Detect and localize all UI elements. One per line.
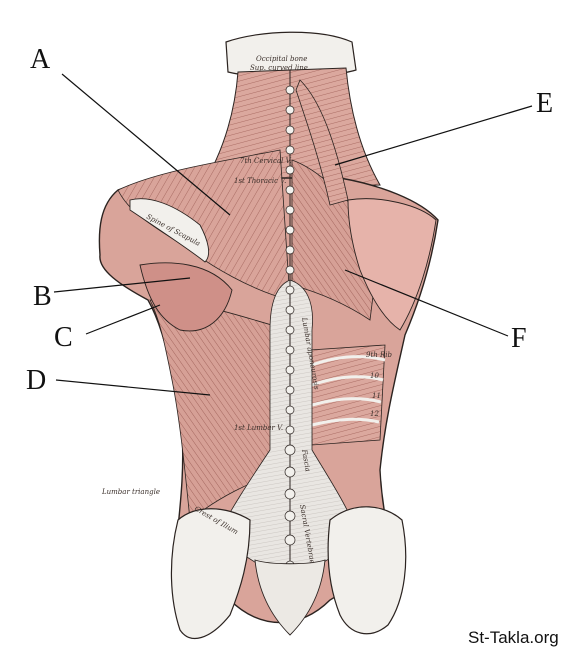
- sacrum: [254, 559, 326, 636]
- teres-left: [139, 262, 233, 332]
- label-fascia: Fascia: [300, 448, 312, 473]
- leader-d: [55, 379, 211, 396]
- label-tenth-rib: 10: [370, 372, 379, 380]
- scapula-left: [129, 198, 210, 263]
- leader-e: [334, 105, 533, 166]
- label-seventh-cervical: 7th Cervical V.: [240, 157, 292, 165]
- label-twelfth-rib: 12: [370, 410, 379, 418]
- callout-b: B: [33, 281, 52, 312]
- watermark: St-Takla.org: [468, 628, 559, 647]
- ribs-right: [311, 355, 386, 427]
- leader-lines: [53, 73, 533, 396]
- label-occipital-bone: Occipital bone: [256, 55, 307, 63]
- leader-c: [85, 304, 161, 335]
- callout-d: D: [26, 365, 47, 396]
- callout-f: F: [511, 323, 527, 354]
- leader-a: [61, 73, 231, 216]
- ilium-right: [327, 506, 407, 635]
- leader-f: [344, 269, 509, 337]
- label-superior-curved-line: Sup. curved line: [250, 64, 308, 72]
- callout-c: C: [54, 322, 73, 353]
- label-lumbar-triangle: Lumbar triangle: [101, 488, 160, 496]
- levator-right: [295, 79, 349, 206]
- scapula-right: [347, 198, 437, 331]
- leader-b: [53, 277, 191, 293]
- label-eleventh-rib: 11: [372, 392, 381, 400]
- callout-e: E: [536, 88, 554, 119]
- ilium-left: [170, 508, 251, 639]
- label-first-lumbar: 1st Lumbar V.: [234, 424, 283, 432]
- label-ninth-rib: 9th Rib: [366, 351, 393, 359]
- label-first-thoracic: 1st Thoracic V.: [234, 177, 286, 185]
- callout-a: A: [30, 44, 51, 75]
